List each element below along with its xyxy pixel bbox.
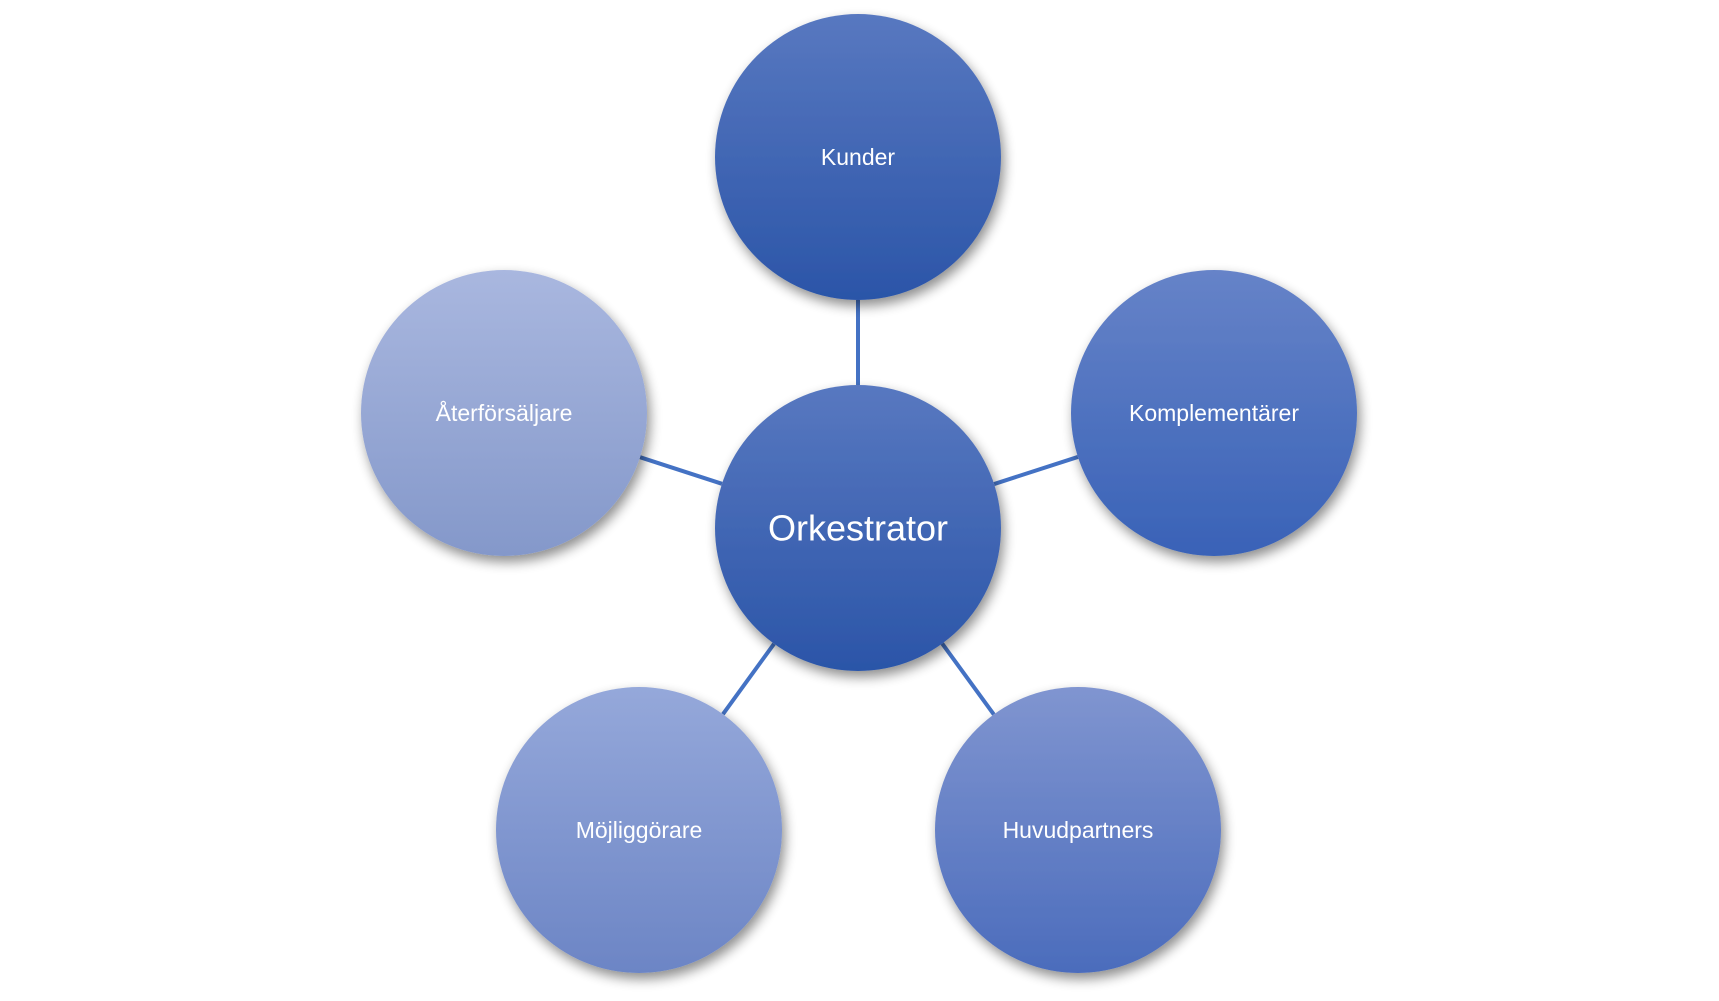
aterforsaljare-label: Återförsäljare xyxy=(436,399,573,426)
kunder-node: Kunder xyxy=(715,14,1001,300)
komplementarer-node: Komplementärer xyxy=(1071,270,1357,556)
connector-mojliggorare xyxy=(721,642,776,716)
orkestrator-label: Orkestrator xyxy=(768,508,948,549)
huvudpartners-circle xyxy=(935,687,1221,973)
aterforsaljare-node: Återförsäljare xyxy=(361,270,647,556)
komplementarer-circle xyxy=(1071,270,1357,556)
orkestrator-circle xyxy=(715,385,1001,671)
mojliggorare-label: Möjliggörare xyxy=(576,817,703,843)
kunder-circle xyxy=(715,14,1001,300)
mojliggorare-node: Möjliggörare xyxy=(496,687,782,973)
aterforsaljare-circle xyxy=(361,270,647,556)
connector-aterforsaljare xyxy=(639,455,723,486)
mojliggorare-circle xyxy=(496,687,782,973)
komplementarer-label: Komplementärer xyxy=(1129,400,1299,426)
kunder-label: Kunder xyxy=(821,144,896,170)
huvudpartners-label: Huvudpartners xyxy=(1003,817,1154,843)
orkestrator-node: Orkestrator xyxy=(715,385,1001,671)
connector-huvudpartners xyxy=(940,642,996,716)
connector-komplementarer xyxy=(993,455,1079,486)
huvudpartners-node: Huvudpartners xyxy=(935,687,1221,973)
